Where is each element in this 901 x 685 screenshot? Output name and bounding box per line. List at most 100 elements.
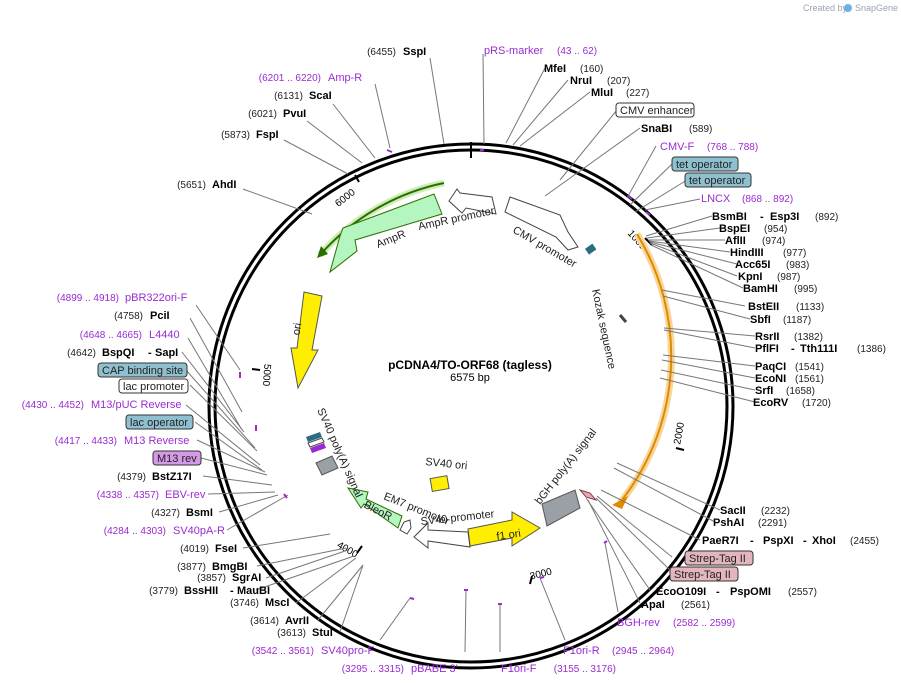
bsmbi-name[interactable]: BsmBI (712, 211, 747, 223)
paqci-name[interactable]: PaqCI (755, 361, 786, 373)
xhoi-name[interactable]: XhoI (812, 535, 836, 547)
f1ori-r-range-bottom: (3155 .. 3176) (554, 664, 616, 675)
m13-rev-box[interactable] (152, 450, 202, 466)
bsmbi-num: (892) (815, 212, 838, 223)
lac-promoter-box[interactable] (118, 378, 189, 394)
esp3i-name[interactable]: Esp3I (770, 211, 799, 223)
ampr-primer-range: (6201 .. 6220) (259, 73, 321, 84)
sv40pa-r-name[interactable]: SV40pA-R (173, 525, 225, 537)
strep-tag-box-1[interactable] (669, 566, 739, 582)
ampr-primer-name[interactable]: Amp-R (328, 72, 362, 84)
pcii-name[interactable]: PciI (150, 310, 170, 322)
sapi-name[interactable]: SapI (155, 347, 178, 359)
bsmi-name[interactable]: BsmI (186, 507, 213, 519)
ebv-name[interactable]: EBV-rev (165, 489, 206, 501)
bgh-feature[interactable] (541, 489, 581, 527)
msci-num: (3746) (230, 598, 259, 609)
f1-ori-arrow[interactable] (467, 511, 541, 547)
lac-operator-box[interactable] (125, 414, 194, 430)
m13rev-primer-name[interactable]: M13 Reverse (124, 435, 189, 447)
cap-binding-label: CAP binding site (102, 365, 183, 377)
kpni-name[interactable]: KpnI (738, 271, 762, 283)
strep-tag-label-2: Strep-Tag II (689, 553, 746, 565)
acc65i-name[interactable]: Acc65I (735, 259, 770, 271)
bamhi-name[interactable]: BamHI (743, 283, 778, 295)
bspei-name[interactable]: BspEI (719, 223, 750, 235)
msci-name[interactable]: MscI (265, 597, 289, 609)
sgrai-name[interactable]: SgrAI (232, 572, 261, 584)
bstz17i-name[interactable]: BstZ17I (152, 471, 192, 483)
mlui-name[interactable]: MluI (591, 87, 613, 99)
l4440-name[interactable]: L4440 (149, 329, 180, 341)
pflfi-name[interactable]: PflFI (755, 343, 779, 355)
scai-num: (6131) (274, 91, 303, 102)
pspxi-name[interactable]: PspXI (763, 535, 794, 547)
pspomi-name[interactable]: PspOMI (730, 586, 771, 598)
sv40-pa-feature[interactable] (315, 455, 339, 476)
srfi-name[interactable]: SrfI (755, 385, 773, 397)
bspqi-name[interactable]: BspQI (102, 347, 134, 359)
bsteii-name[interactable]: BstEII (748, 301, 779, 313)
ahdi-name[interactable]: AhdI (212, 179, 236, 191)
m13-rev-label: M13 rev (157, 453, 197, 465)
apai-name[interactable]: ApaI (641, 599, 665, 611)
pbr322ori-f-name[interactable]: pBR322ori-F (125, 292, 188, 304)
scai-name[interactable]: ScaI (309, 90, 332, 102)
cmv-f-name[interactable]: CMV-F (660, 141, 695, 153)
nrui-name[interactable]: NruI (570, 75, 592, 87)
fsei-name[interactable]: FseI (215, 543, 237, 555)
bsshii-name[interactable]: BssHII (184, 585, 218, 597)
sspi-name[interactable]: SspI (403, 46, 426, 58)
rsrii-name[interactable]: RsrII (755, 331, 779, 343)
tet-operator-box-1[interactable] (671, 156, 739, 172)
tth111i-name[interactable]: Tth111I (800, 343, 837, 355)
tet-operator-mark[interactable] (585, 243, 597, 255)
mfei-name[interactable]: MfeI (544, 63, 566, 75)
m13puc-name[interactable]: M13/pUC Reverse (91, 399, 181, 411)
m13rev-primer-range: (4417 .. 4433) (55, 436, 117, 447)
fspi-name[interactable]: FspI (256, 129, 279, 141)
f1ori-f-name[interactable]: F1ori-F (501, 663, 537, 675)
pbabe3-range: (3295 .. 3315) (342, 664, 404, 675)
hindiii-name[interactable]: HindIII (730, 247, 764, 259)
pbabe3-name[interactable]: pBABE 3' (411, 663, 458, 675)
bmgbi-name[interactable]: BmgBI (212, 561, 247, 573)
ecorv-name[interactable]: EcoRV (753, 397, 789, 409)
paer7i-num: (2455) (850, 536, 879, 547)
ecoo109i-name[interactable]: EcoO109I (656, 586, 706, 598)
strep-tag-mark[interactable] (578, 489, 598, 501)
strep-tag-box-2[interactable] (684, 550, 754, 566)
avrii-name[interactable]: AvrII (285, 615, 309, 627)
backbone-inner (213, 148, 729, 664)
sv40-promoter-arrow[interactable] (413, 521, 471, 550)
bstz17i-num: (4379) (117, 472, 146, 483)
sacii-name[interactable]: SacII (720, 505, 746, 517)
orf-arrowhead (612, 496, 628, 509)
pshai-name[interactable]: PshAI (713, 517, 744, 529)
bgh-rev-name[interactable]: BGH-rev (617, 617, 660, 629)
cmv-promoter-arrow[interactable] (504, 196, 579, 251)
ampr-promoter-arrow[interactable] (448, 188, 497, 215)
paer7i-name[interactable]: PaeR7I (702, 535, 739, 547)
cmv-enhancer-box[interactable] (615, 102, 695, 118)
pvui-name[interactable]: PvuI (283, 108, 306, 120)
lncx-name[interactable]: LNCX (701, 193, 731, 205)
ori-arrow[interactable] (290, 291, 323, 390)
f1ori-r-name[interactable]: F1ori-R (563, 645, 600, 657)
snabi-name[interactable]: SnaBI (641, 123, 672, 135)
stui-name[interactable]: StuI (312, 627, 333, 639)
sv40-ori-feature[interactable] (429, 475, 450, 493)
aflii-name[interactable]: AflII (725, 235, 746, 247)
econi-name[interactable]: EcoNI (755, 373, 786, 385)
cap-binding-box[interactable] (97, 362, 188, 378)
bspqi-num: (4642) (67, 348, 96, 359)
tet-operator-box-2[interactable] (684, 172, 752, 188)
maubi-name[interactable]: MauBI (237, 585, 270, 597)
paqci-num: (1541) (795, 362, 824, 373)
sv40pro-f-name[interactable]: SV40pro-F (321, 645, 374, 657)
em7-promoter-arrow[interactable] (399, 519, 412, 535)
bleor-arrow[interactable] (346, 487, 403, 529)
sbfi-name[interactable]: SbfI (750, 314, 771, 326)
ampr-arrow[interactable] (329, 193, 443, 274)
prs-marker-name[interactable]: pRS-marker (484, 45, 544, 57)
